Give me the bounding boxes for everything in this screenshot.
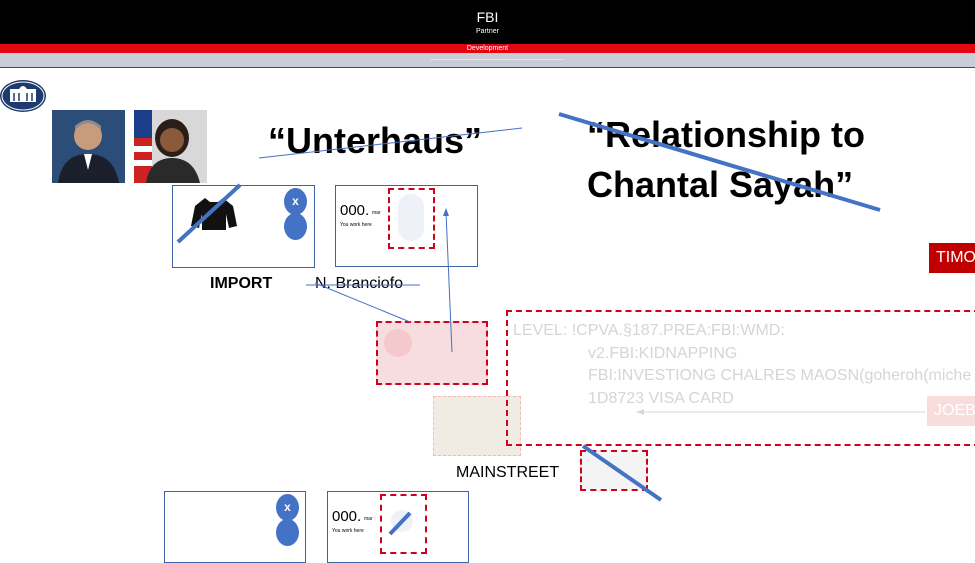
thumbnail-small[interactable] xyxy=(580,450,648,491)
strike-line-relationship xyxy=(558,112,881,212)
development-band: Development xyxy=(0,44,975,53)
work-note: You work here xyxy=(340,222,372,228)
header-title: FBI xyxy=(476,9,499,25)
headline-unterhaus: “Unterhaus” xyxy=(268,120,483,161)
label-import: IMPORT xyxy=(210,275,273,292)
strike-line-thumb xyxy=(581,444,663,502)
white-house-seal-icon xyxy=(0,80,46,112)
label-mainstreet: MAINSTREET xyxy=(456,464,560,481)
portrait-photo-man xyxy=(52,110,125,183)
faded-figure xyxy=(398,194,424,241)
remove-x-button[interactable]: x xyxy=(284,188,307,215)
tag-timo[interactable]: TIMO xyxy=(929,243,975,273)
connector-name-thumb xyxy=(314,282,411,323)
panel-line-level: LEVEL: !CPVA.§187.PREA:FBI:WMD: xyxy=(513,322,785,339)
amount-value-bottom: 000. xyxy=(332,508,362,525)
label-name: N. Branciofo xyxy=(315,275,404,292)
arrow-head-joeb xyxy=(636,409,644,415)
connector-up-arrow xyxy=(445,211,453,353)
top-header-bar: FBI Partner xyxy=(0,0,975,44)
card-bottom-left[interactable]: x xyxy=(164,491,306,563)
thumbnail-crowd[interactable] xyxy=(376,321,488,385)
amount-value: 000. xyxy=(340,202,370,219)
work-note-bottom: You work here xyxy=(332,528,364,534)
panel-line-visa: 1D8723 VISA CARD xyxy=(588,390,734,407)
band-faint-line xyxy=(430,59,563,60)
strike-line-unterhaus xyxy=(258,127,523,159)
headline-relationship-line2: Chantal Sayah” xyxy=(587,164,854,205)
grey-band xyxy=(0,53,975,68)
amount-tiny-word: mar xyxy=(372,210,381,216)
dashed-selection-frame[interactable] xyxy=(388,188,435,249)
blue-circle-icon-bottom xyxy=(276,519,299,546)
panel-line-kidnapping: v2.FBI:KIDNAPPING xyxy=(588,345,738,362)
arrow-head xyxy=(443,208,449,216)
remove-x-button-bottom[interactable]: x xyxy=(276,494,299,521)
strike-line-bottom xyxy=(388,511,412,536)
tag-joeb[interactable]: JOEB xyxy=(927,396,975,426)
blue-circle-icon xyxy=(284,213,307,240)
amount-tiny-word-bottom: mar xyxy=(364,516,373,522)
thumbnail-blob xyxy=(384,329,412,357)
header-subtitle: Partner xyxy=(476,28,499,35)
strike-line-jacket xyxy=(176,183,242,244)
portrait-photo-woman xyxy=(134,110,207,183)
case-panel[interactable]: LEVEL: !CPVA.§187.PREA:FBI:WMD: v2.FBI:K… xyxy=(506,310,975,446)
panel-line-investigation: FBI:INVESTIONG CHALRES MAOSN(goheroh(mic… xyxy=(588,367,972,384)
card-amount-top[interactable]: 000. mar You work here xyxy=(335,185,478,267)
